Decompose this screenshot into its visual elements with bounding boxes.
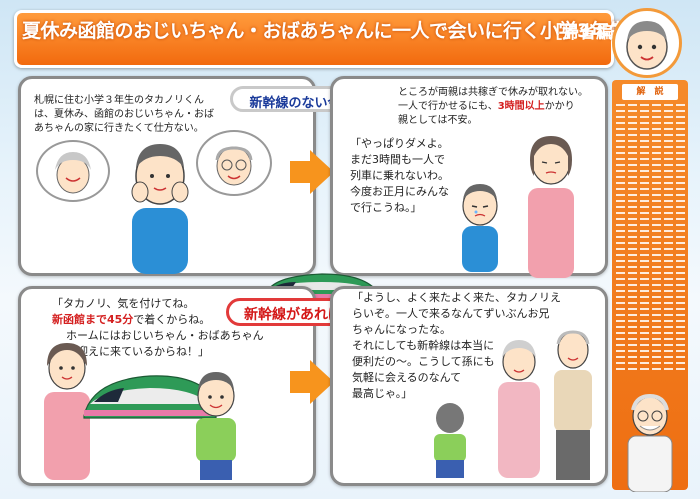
title-bar (14, 10, 614, 68)
page-title: 夏休み函館のおじいちゃん・おばあちゃんに一人で会いに行く小学3年生編 (22, 20, 646, 42)
arrow-right-icon-2 (290, 360, 334, 404)
panel4-speech: 「ようし、よく来たよく来た、タカノリえ らいぞ。一人で来るなんてずいぶんお兄 ち… (352, 291, 561, 400)
commentary-vertical-text (614, 104, 686, 384)
grandma-figure (488, 332, 550, 482)
boy-crying-figure (452, 178, 508, 276)
mother-waving-figure (30, 330, 104, 484)
grandpa-figure (544, 320, 602, 484)
panel2-narration: ところが両親は共稼ぎで休みが取れない。 一人で行かせるにも、3時間以上かかり 親… (398, 87, 588, 126)
commentary-heading: 解 説 (622, 84, 678, 100)
panel1-narration: 札幌に住む小学３年生のタカノリくん は、夏休み、函館のおじいちゃん・おば あちゃ… (34, 95, 214, 134)
panel2-speech: 「やっぱりダメよ。 まだ3時間も一人で 列車に乗れないわ。 今度お正月にみんな … (350, 137, 449, 214)
title-tag: ［帰省編］ (545, 23, 630, 43)
panel3-speech: 「タカノリ、気を付けてね。 新函館まで45分で着くからね。 ホームにはおじいちゃ… (52, 297, 264, 358)
boy-back-figure (426, 398, 474, 482)
thought-bubble-grandma (36, 140, 110, 202)
thought-bubble-grandpa (196, 130, 272, 196)
mother-figure (512, 126, 590, 282)
shinkansen-platform-train (80, 360, 220, 436)
professor-icon (618, 388, 682, 496)
boy-wishing-figure (118, 136, 202, 278)
arrow-right-icon (290, 150, 334, 194)
boy-waving-figure (184, 362, 248, 490)
boy-face-icon (612, 8, 682, 78)
